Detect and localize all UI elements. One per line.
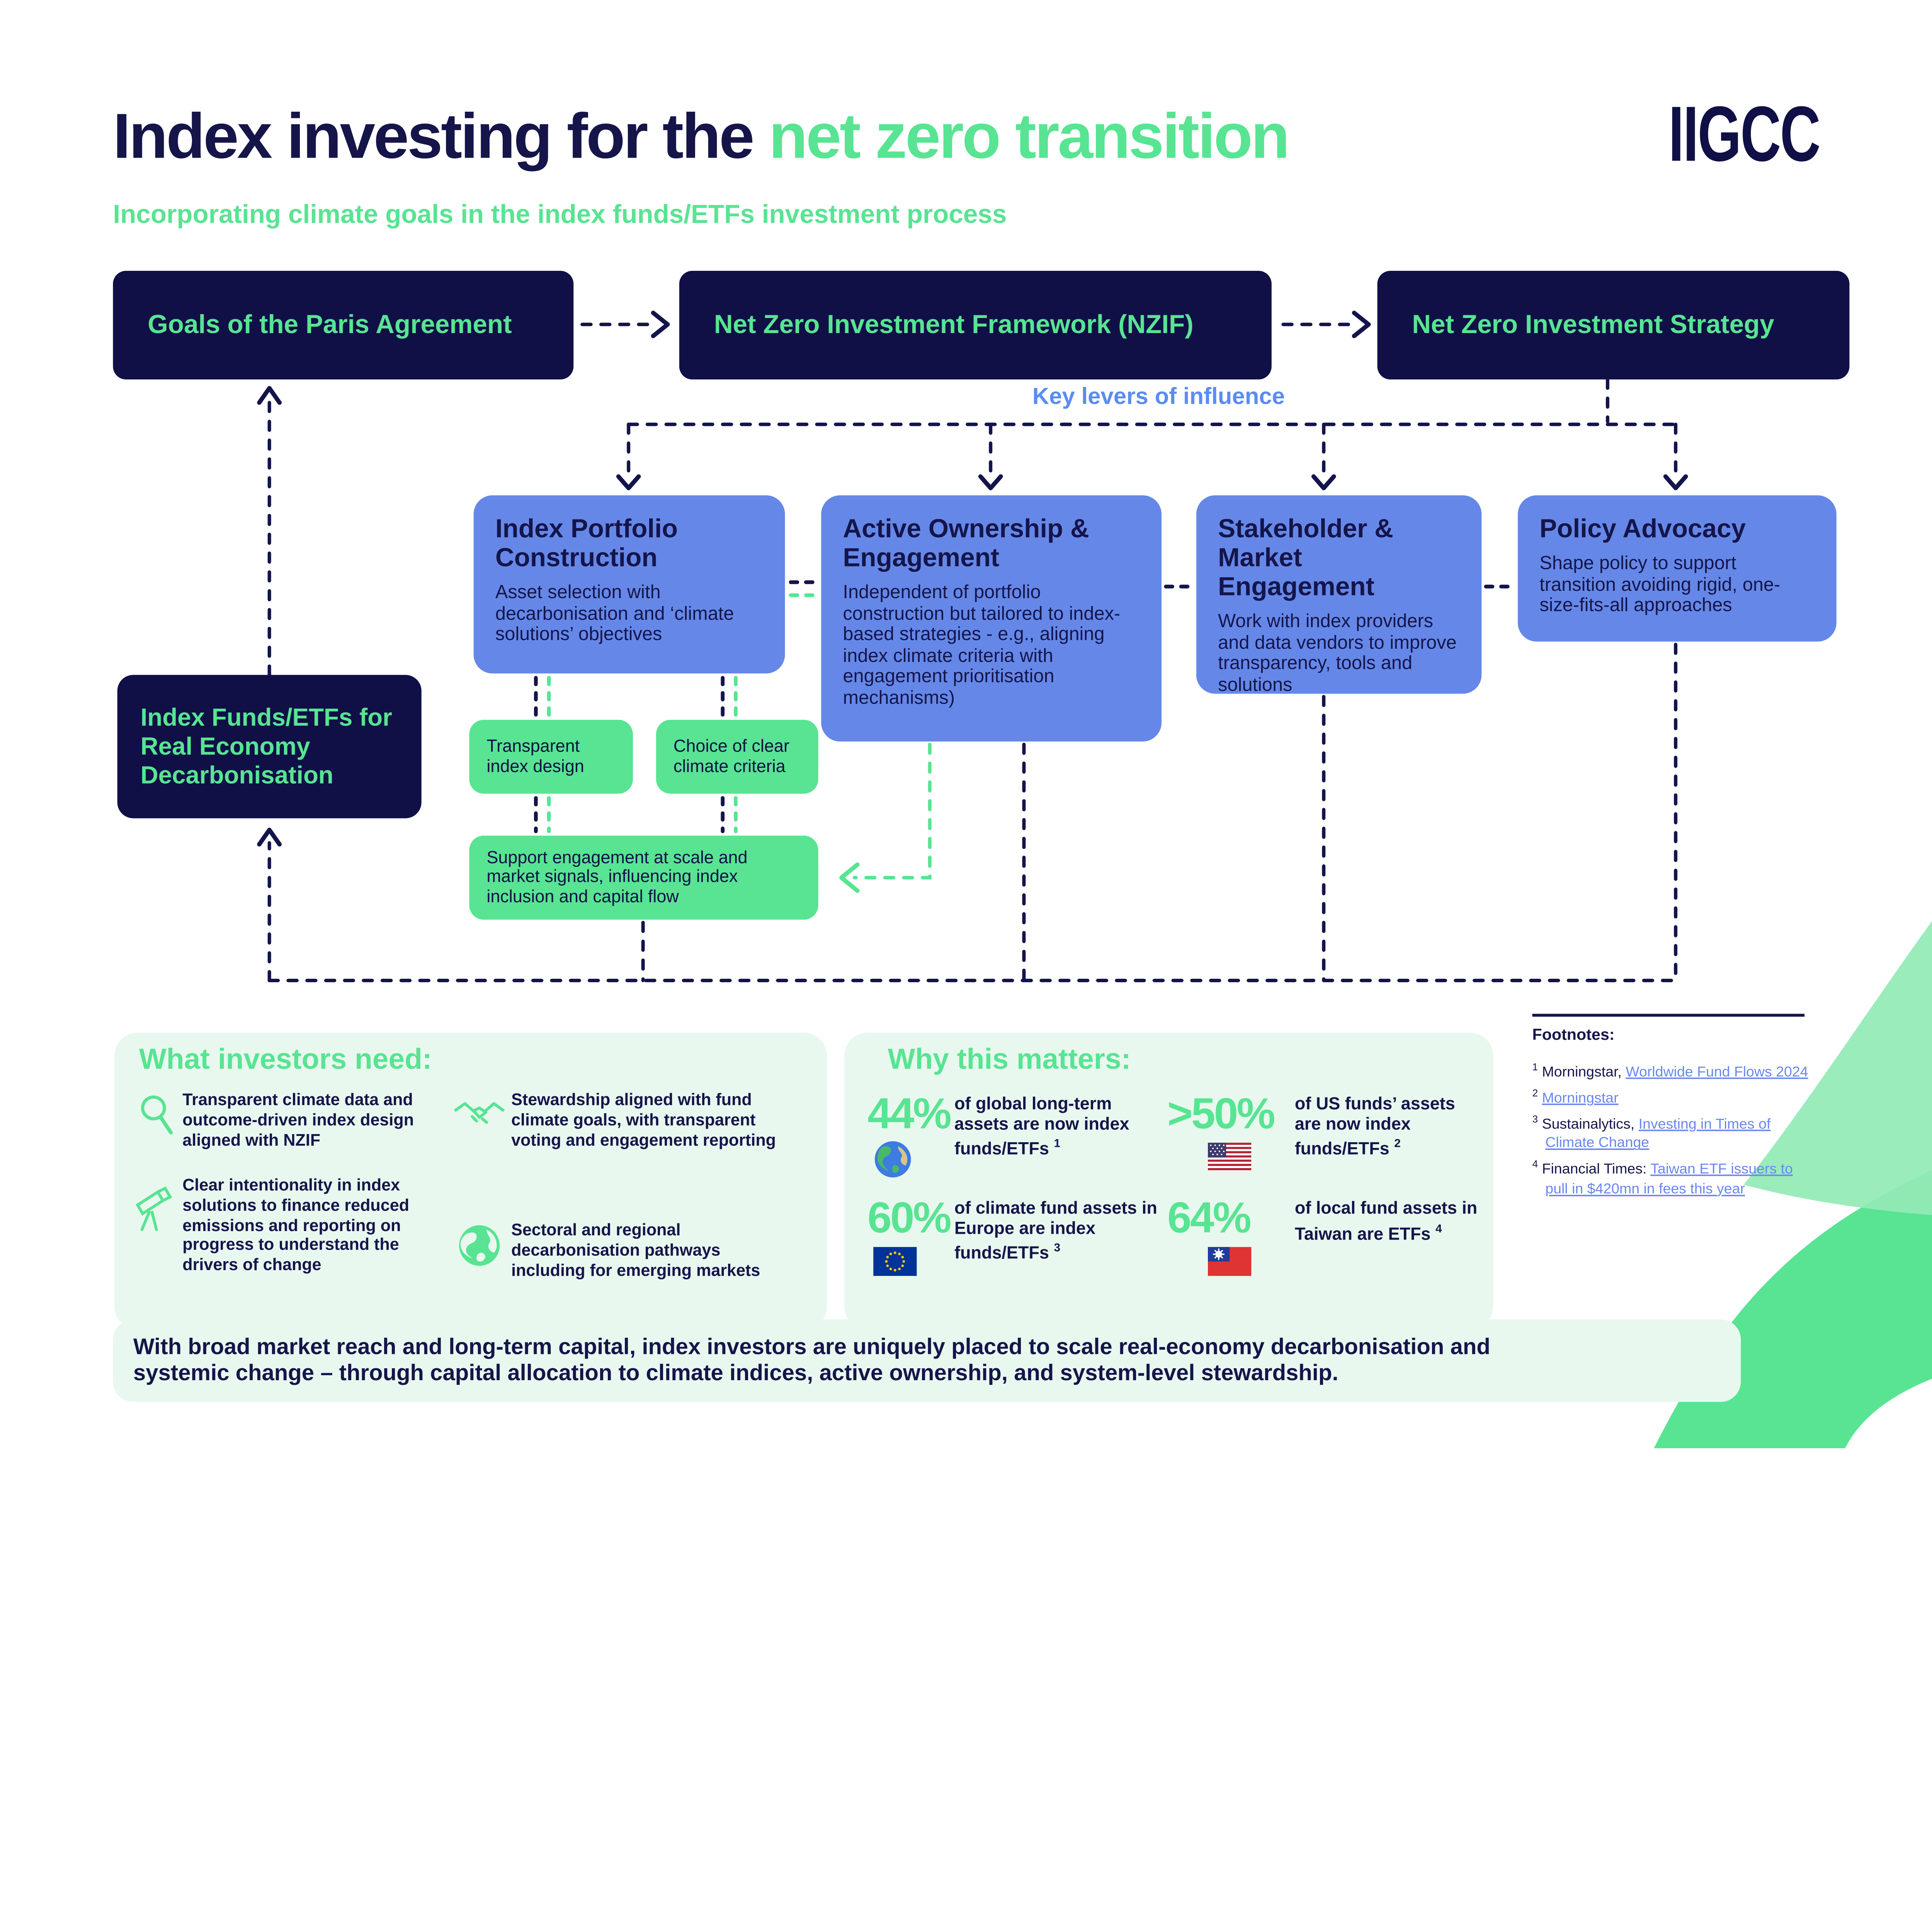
stat-value: 60% — [867, 1195, 952, 1243]
flow-box-label: Goals of the Paris Agreement — [148, 310, 512, 339]
lever-index-portfolio: Index Portfolio Construction Asset selec… — [473, 495, 785, 673]
lever-body: Work with index providers and data vendo… — [1218, 609, 1457, 695]
lever-policy-advocacy: Policy Advocacy Shape policy to support … — [1518, 495, 1837, 642]
lever-body: Independent of portfolio construction bu… — [843, 580, 1121, 707]
summary-banner: With broad market reach and long-term ca… — [113, 1319, 1741, 1402]
tactic-climate-criteria: Choice of clear climate criteria — [656, 719, 818, 794]
globe-icon — [459, 1225, 500, 1266]
investors-need-panel: What investors need: Transparent climate… — [114, 1032, 827, 1330]
lever-title: Policy Advocacy — [1539, 514, 1746, 543]
footnote-link[interactable]: Morningstar — [1542, 1090, 1619, 1107]
need-item-text: Sectoral and regional decarbonisation pa… — [511, 1222, 760, 1280]
outcome-box-index-funds: Index Funds/ETFs for Real Economy Decarb… — [117, 675, 422, 818]
footnote-link[interactable]: Worldwide Fund Flows 2024 — [1626, 1065, 1808, 1081]
summary-banner-text: With broad market reach and long-term ca… — [133, 1335, 1490, 1386]
arrow-outcome-to-paris — [257, 386, 282, 677]
key-levers-label: Key levers of influence — [1032, 385, 1285, 410]
taiwan-flag-icon — [1208, 1247, 1252, 1276]
tactic-label: Transparent index design — [486, 736, 584, 776]
investors-need-heading: What investors need: — [139, 1044, 432, 1076]
stat-text: of local fund assets in Taiwan are ETFs … — [1294, 1197, 1478, 1243]
footnote-item: 2 Morningstar — [1532, 1088, 1619, 1107]
footnote-link[interactable]: Investing in Times of Climate Change — [1545, 1116, 1771, 1152]
green-engagement-arrow — [839, 743, 932, 893]
footnote-item: 3 Sustainalytics, Investing in Times of … — [1532, 1114, 1771, 1152]
lever-active-ownership: Active Ownership & Engagement Independen… — [821, 495, 1162, 742]
lever-stakeholder: Stakeholder & Market Engagement Work wit… — [1196, 495, 1482, 695]
footnotes-heading: Footnotes: — [1532, 1027, 1615, 1044]
stat-value: 44% — [867, 1090, 952, 1139]
page-title-highlight: net zero transition — [769, 101, 1290, 173]
why-matters-panel: Why this matters: 44% of global long-ter… — [844, 1032, 1493, 1330]
stat-text: of global long-term assets are now index… — [954, 1093, 1129, 1159]
outcome-label: Index Funds/ETFs for Real Economy Decarb… — [140, 703, 392, 789]
us-flag-icon — [1208, 1143, 1252, 1170]
lever-title: Active Ownership & Engagement — [843, 514, 1089, 572]
arrow-nzif-to-strategy — [1281, 310, 1371, 338]
footnote-item: 1 Morningstar, Worldwide Fund Flows 2024 — [1532, 1063, 1808, 1081]
lever-title: Index Portfolio Construction — [495, 514, 678, 572]
page-subtitle: Incorporating climate goals in the index… — [113, 200, 1007, 229]
lever-title: Stakeholder & Market Engagement — [1218, 514, 1393, 601]
flow-box-label: Net Zero Investment Framework (NZIF) — [714, 310, 1194, 339]
handshake-icon — [454, 1102, 505, 1124]
lever-body: Asset selection with decarbonisation and… — [495, 580, 734, 645]
page-title-prefix: Index investing for the — [113, 101, 769, 173]
footnote-item: 4 Financial Times: Taiwan ETF issuers to… — [1532, 1160, 1793, 1197]
flow-box-paris-goals: Goals of the Paris Agreement — [113, 270, 574, 380]
tactic-label: Support engagement at scale and market s… — [486, 847, 748, 906]
tactic-support-engagement: Support engagement at scale and market s… — [469, 835, 818, 920]
infographic-canvas: Index investing for the net zero transit… — [113, 91, 1932, 1449]
need-item-text: Transparent climate data and outcome-dri… — [182, 1092, 414, 1150]
flow-box-nzif: Net Zero Investment Framework (NZIF) — [679, 270, 1272, 380]
iigcc-logo: IIGCC — [1668, 91, 1821, 179]
footnote-link[interactable]: Taiwan ETF issuers to pull in $420mn in … — [1545, 1162, 1793, 1197]
arrow-paris-to-nzif — [580, 310, 670, 338]
footnotes-divider — [1532, 1014, 1805, 1017]
footnotes-list: 1 Morningstar, Worldwide Fund Flows 2024… — [1532, 1059, 1819, 1201]
stat-value: >50% — [1167, 1090, 1276, 1139]
flow-box-label: Net Zero Investment Strategy — [1412, 310, 1774, 339]
need-item-text: Clear intentionality in index solutions … — [182, 1177, 410, 1275]
stat-text: of US funds’ assets are now index funds/… — [1294, 1093, 1455, 1159]
page-title: Index investing for the net zero transit… — [113, 101, 1290, 173]
tactic-transparent-design: Transparent index design — [469, 719, 633, 794]
stat-text: of climate fund assets in Europe are ind… — [954, 1197, 1157, 1263]
magnifier-icon — [141, 1095, 173, 1134]
lever-body: Shape policy to support transition avoid… — [1539, 552, 1781, 616]
tactic-label: Choice of clear climate criteria — [673, 736, 789, 776]
need-item-text: Stewardship aligned with fund climate go… — [511, 1092, 776, 1150]
earth-icon — [874, 1141, 911, 1178]
telescope-icon — [136, 1186, 172, 1231]
why-matters-heading: Why this matters: — [888, 1044, 1131, 1076]
eu-flag-icon — [873, 1247, 917, 1276]
stat-value: 64% — [1167, 1195, 1252, 1243]
flow-box-nz-strategy: Net Zero Investment Strategy — [1377, 270, 1850, 380]
